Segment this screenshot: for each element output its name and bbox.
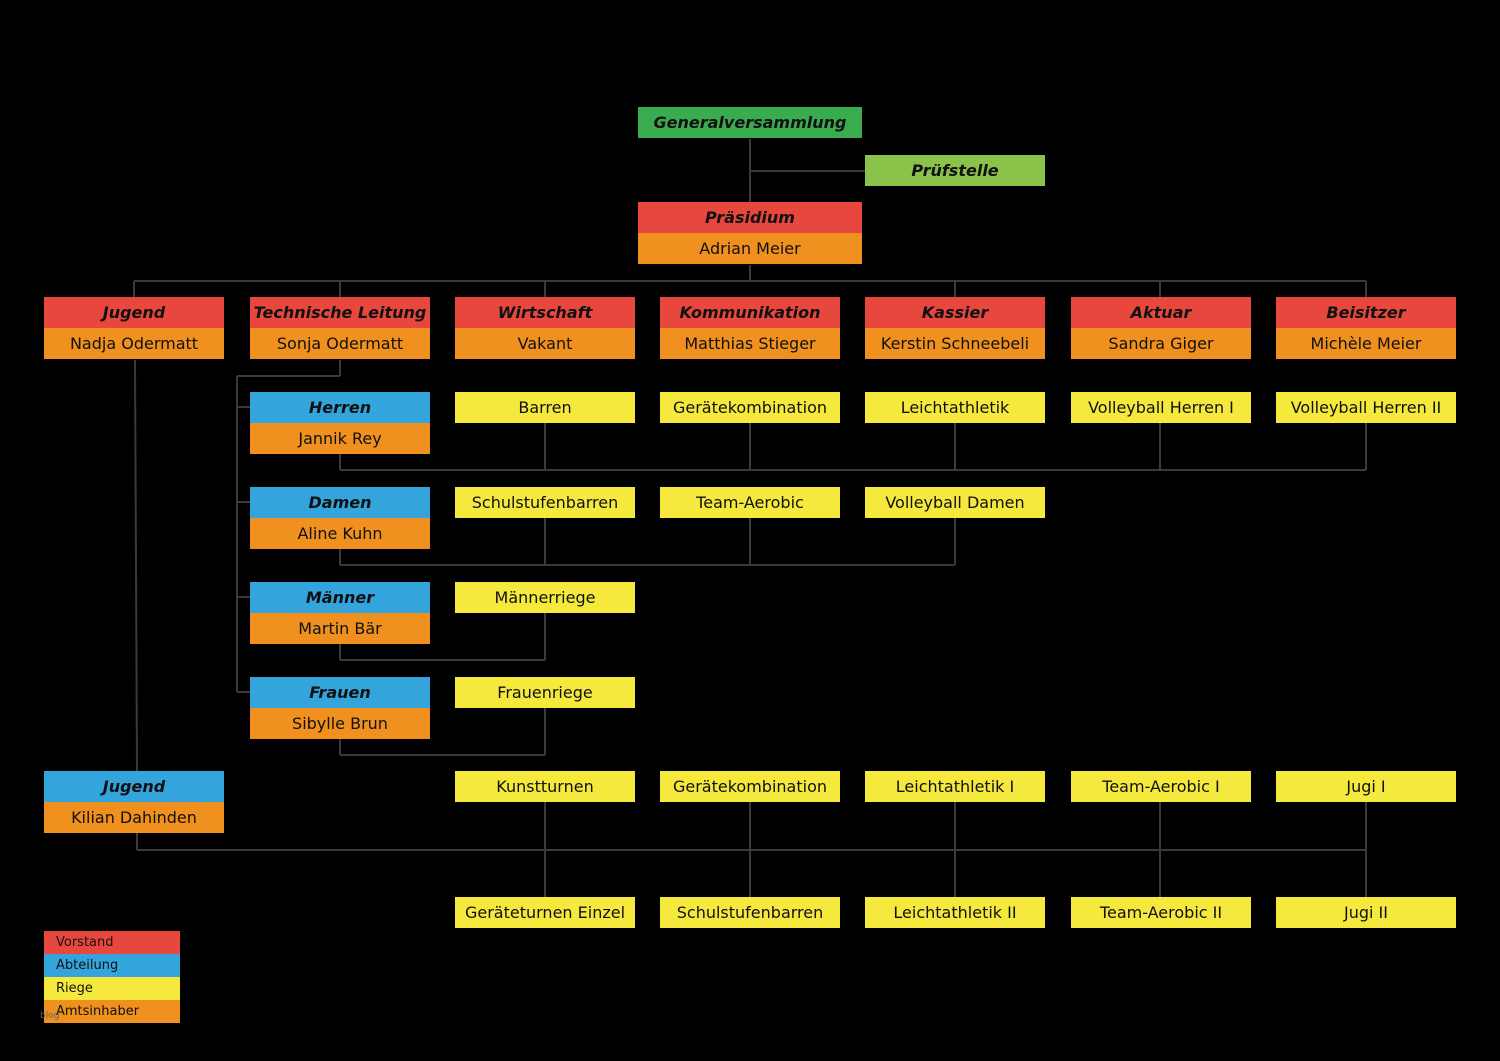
riege-label: Frauenriege bbox=[455, 677, 635, 708]
abteilung-box-jugend: Jugend Kilian Dahinden bbox=[44, 771, 224, 833]
vorstand-box-technische-leitung: Technische Leitung Sonja Odermatt bbox=[250, 297, 430, 359]
riege-label: Team-Aerobic II bbox=[1071, 897, 1251, 928]
riege-label: Volleyball Herren I bbox=[1071, 392, 1251, 423]
vorstand-box-jugend: Jugend Nadja Odermatt bbox=[44, 297, 224, 359]
riege-box: Frauenriege bbox=[455, 677, 635, 708]
vorstand-title: Wirtschaft bbox=[455, 297, 635, 328]
riege-box: Männerriege bbox=[455, 582, 635, 613]
riege-box: Gerätekombination bbox=[660, 771, 840, 802]
abteilung-box-herren: Herren Jannik Rey bbox=[250, 392, 430, 454]
riege-label: Team-Aerobic I bbox=[1071, 771, 1251, 802]
pruefstelle-box: Prüfstelle bbox=[865, 155, 1045, 186]
vorstand-box-wirtschaft: Wirtschaft Vakant bbox=[455, 297, 635, 359]
riege-box: Team-Aerobic II bbox=[1071, 897, 1251, 928]
riege-box: Jugi I bbox=[1276, 771, 1456, 802]
abteilung-title: Frauen bbox=[250, 677, 430, 708]
abteilung-name: Aline Kuhn bbox=[250, 518, 430, 549]
riege-box: Leichtathletik bbox=[865, 392, 1045, 423]
vorstand-box-aktuar: Aktuar Sandra Giger bbox=[1071, 297, 1251, 359]
riege-box: Gerätekombination bbox=[660, 392, 840, 423]
vorstand-title: Kommunikation bbox=[660, 297, 840, 328]
vorstand-name: Sandra Giger bbox=[1071, 328, 1251, 359]
pruefstelle-label: Prüfstelle bbox=[865, 155, 1045, 186]
vorstand-title: Kassier bbox=[865, 297, 1045, 328]
vorstand-name: Sonja Odermatt bbox=[250, 328, 430, 359]
abteilung-title: Männer bbox=[250, 582, 430, 613]
riege-label: Jugi II bbox=[1276, 897, 1456, 928]
riege-box: Barren bbox=[455, 392, 635, 423]
abteilung-box-maenner: Männer Martin Bär bbox=[250, 582, 430, 644]
watermark-text: blog bbox=[40, 1011, 60, 1021]
riege-label: Schulstufenbarren bbox=[455, 487, 635, 518]
riege-label: Leichtathletik I bbox=[865, 771, 1045, 802]
riege-label: Barren bbox=[455, 392, 635, 423]
vorstand-name: Michèle Meier bbox=[1276, 328, 1456, 359]
riege-box: Volleyball Herren II bbox=[1276, 392, 1456, 423]
riege-box: Schulstufenbarren bbox=[455, 487, 635, 518]
abteilung-title: Herren bbox=[250, 392, 430, 423]
riege-box: Volleyball Damen bbox=[865, 487, 1045, 518]
generalversammlung-label: Generalversammlung bbox=[638, 107, 862, 138]
abteilung-name: Jannik Rey bbox=[250, 423, 430, 454]
abteilung-title: Damen bbox=[250, 487, 430, 518]
praesidium-title: Präsidium bbox=[638, 202, 862, 233]
vorstand-name: Matthias Stieger bbox=[660, 328, 840, 359]
riege-label: Leichtathletik bbox=[865, 392, 1045, 423]
riege-box: Volleyball Herren I bbox=[1071, 392, 1251, 423]
legend-item-amtsinhaber: Amtsinhaber bbox=[44, 1000, 180, 1023]
riege-box: Leichtathletik II bbox=[865, 897, 1045, 928]
abteilung-box-frauen: Frauen Sibylle Brun bbox=[250, 677, 430, 739]
vorstand-title: Technische Leitung bbox=[250, 297, 430, 328]
riege-label: Geräteturnen Einzel bbox=[455, 897, 635, 928]
riege-box: Team-Aerobic I bbox=[1071, 771, 1251, 802]
legend-item-abteilung: Abteilung bbox=[44, 954, 180, 977]
riege-label: Schulstufenbarren bbox=[660, 897, 840, 928]
riege-label: Volleyball Damen bbox=[865, 487, 1045, 518]
legend: Vorstand Abteilung Riege Amtsinhaber bbox=[44, 931, 180, 1023]
abteilung-name: Sibylle Brun bbox=[250, 708, 430, 739]
riege-label: Leichtathletik II bbox=[865, 897, 1045, 928]
riege-label: Männerriege bbox=[455, 582, 635, 613]
vorstand-box-beisitzer: Beisitzer Michèle Meier bbox=[1276, 297, 1456, 359]
riege-box: Jugi II bbox=[1276, 897, 1456, 928]
vorstand-title: Jugend bbox=[44, 297, 224, 328]
riege-box: Team-Aerobic bbox=[660, 487, 840, 518]
riege-label: Volleyball Herren II bbox=[1276, 392, 1456, 423]
abteilung-box-damen: Damen Aline Kuhn bbox=[250, 487, 430, 549]
riege-box: Schulstufenbarren bbox=[660, 897, 840, 928]
vorstand-title: Aktuar bbox=[1071, 297, 1251, 328]
riege-box: Leichtathletik I bbox=[865, 771, 1045, 802]
legend-item-riege: Riege bbox=[44, 977, 180, 1000]
generalversammlung-box: Generalversammlung bbox=[638, 107, 862, 138]
riege-label: Kunstturnen bbox=[455, 771, 635, 802]
vorstand-box-kassier: Kassier Kerstin Schneebeli bbox=[865, 297, 1045, 359]
riege-label: Team-Aerobic bbox=[660, 487, 840, 518]
vorstand-title: Beisitzer bbox=[1276, 297, 1456, 328]
praesidium-name: Adrian Meier bbox=[638, 233, 862, 264]
abteilung-name: Martin Bär bbox=[250, 613, 430, 644]
riege-box: Geräteturnen Einzel bbox=[455, 897, 635, 928]
vorstand-name: Nadja Odermatt bbox=[44, 328, 224, 359]
abteilung-title: Jugend bbox=[44, 771, 224, 802]
legend-item-vorstand: Vorstand bbox=[44, 931, 180, 954]
riege-label: Gerätekombination bbox=[660, 771, 840, 802]
praesidium-box: Präsidium Adrian Meier bbox=[638, 202, 862, 264]
vorstand-box-kommunikation: Kommunikation Matthias Stieger bbox=[660, 297, 840, 359]
riege-label: Jugi I bbox=[1276, 771, 1456, 802]
abteilung-name: Kilian Dahinden bbox=[44, 802, 224, 833]
vorstand-name: Kerstin Schneebeli bbox=[865, 328, 1045, 359]
vorstand-name: Vakant bbox=[455, 328, 635, 359]
riege-label: Gerätekombination bbox=[660, 392, 840, 423]
riege-box: Kunstturnen bbox=[455, 771, 635, 802]
